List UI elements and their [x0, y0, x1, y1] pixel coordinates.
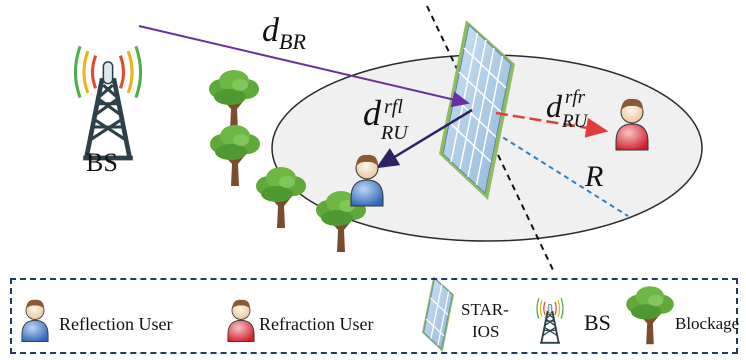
tree-icon — [210, 125, 260, 186]
label-radius: R — [585, 160, 604, 193]
bs-to-ris-link — [138, 25, 470, 108]
legend-reflection-user: Reflection User — [59, 314, 173, 334]
star-ios-panel — [439, 20, 515, 200]
legend-blockage: Blockage — [675, 314, 740, 333]
label-d-br: dBR — [262, 12, 306, 54]
legend-star-ios-line1: STAR- — [461, 300, 509, 319]
legend-bs: BS — [584, 310, 611, 335]
legend-star-ios-icon — [422, 276, 454, 352]
legend-star-ios-line2: IOS — [472, 322, 500, 341]
legend-box: Reflection User Refraction User STAR- IO… — [10, 278, 740, 354]
base-station-icon — [75, 46, 140, 158]
label-bs: BS — [86, 148, 118, 177]
refraction-link — [495, 111, 609, 138]
label-d-refl: d rfl RU — [363, 93, 408, 144]
label-d-refr: d rfr RU — [546, 87, 588, 132]
reflection-link — [375, 108, 473, 169]
radius-line — [487, 127, 629, 217]
legend-refraction-user: Refraction User — [259, 314, 374, 334]
tree-icon — [209, 70, 259, 131]
